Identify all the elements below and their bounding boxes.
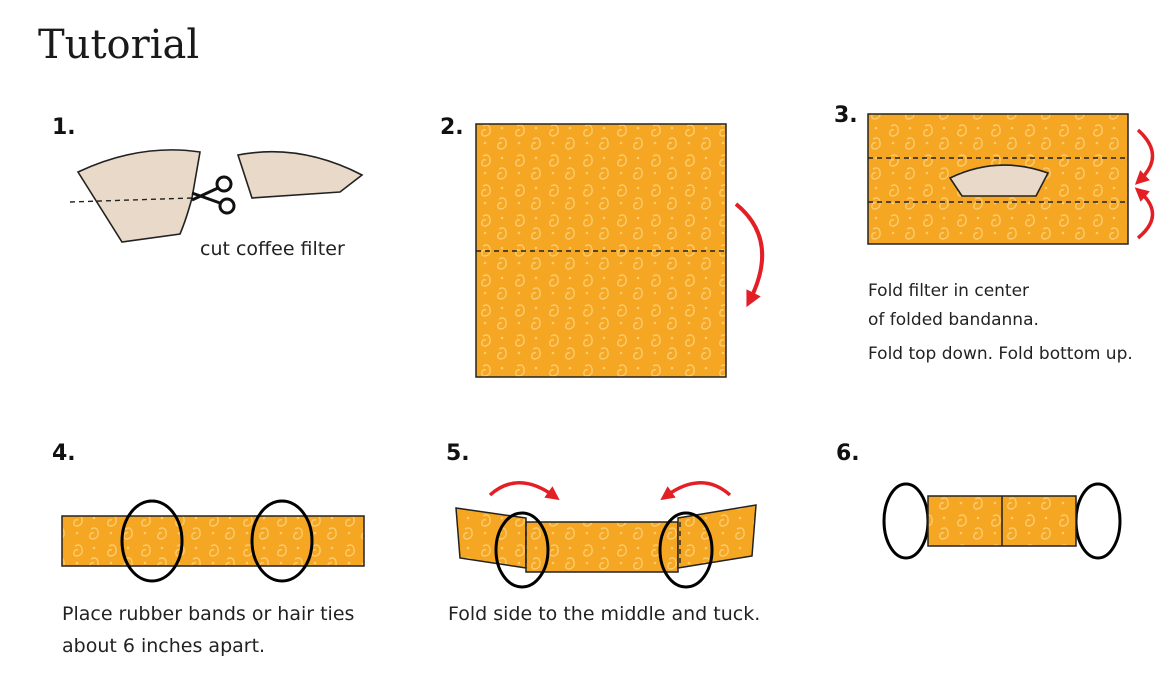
fold-top-down-arrow-icon xyxy=(1134,128,1155,185)
step-caption: cut coffee filter xyxy=(200,238,345,260)
scissors-icon xyxy=(191,175,236,215)
fold-left-arrow-icon xyxy=(488,481,560,501)
step-number: 6. xyxy=(836,441,860,466)
step-5: 5. Fold side to the middle and tuck. xyxy=(446,441,760,625)
page-title: Tutorial xyxy=(38,22,200,68)
rubber-band-left xyxy=(494,511,550,589)
ear-loop-left xyxy=(882,482,930,560)
fold-right-arrow-icon xyxy=(660,481,732,501)
step-number: 2. xyxy=(440,115,464,140)
step-number: 5. xyxy=(446,441,470,466)
step-caption: Fold filter in center xyxy=(868,281,1029,301)
ear-loop-right xyxy=(1074,482,1122,560)
step-1: 1. cut coffee filter xyxy=(52,115,364,260)
rubber-band-left xyxy=(120,499,184,583)
strip-right-end xyxy=(677,504,757,569)
fold-bottom-up-arrow-icon xyxy=(1134,187,1155,240)
step-caption: of folded bandanna. xyxy=(868,310,1039,330)
coffee-filter-right xyxy=(236,150,364,199)
step-2: 2. xyxy=(440,115,765,378)
rubber-band-right xyxy=(250,499,314,583)
step-number: 1. xyxy=(52,115,76,140)
step-caption: Place rubber bands or hair ties xyxy=(62,603,354,625)
folded-strip xyxy=(61,515,365,567)
step-caption: Fold top down. Fold bottom up. xyxy=(868,344,1133,364)
step-number: 3. xyxy=(834,103,858,128)
step-caption: about 6 inches apart. xyxy=(62,635,265,657)
step-3: 3. Fold filter in center of folded banda… xyxy=(834,103,1155,364)
cut-line xyxy=(69,197,193,203)
strip-left-end xyxy=(455,507,527,569)
step-6: 6. xyxy=(836,441,1122,560)
step-number: 4. xyxy=(52,441,76,466)
coffee-filter xyxy=(948,164,1050,197)
fold-down-arrow-icon xyxy=(734,202,765,308)
step-4: 4. Place rubber bands or hair ties about… xyxy=(52,441,365,657)
coffee-filter-left xyxy=(76,149,201,243)
rubber-band-right xyxy=(658,511,714,589)
step-caption: Fold side to the middle and tuck. xyxy=(448,603,760,625)
